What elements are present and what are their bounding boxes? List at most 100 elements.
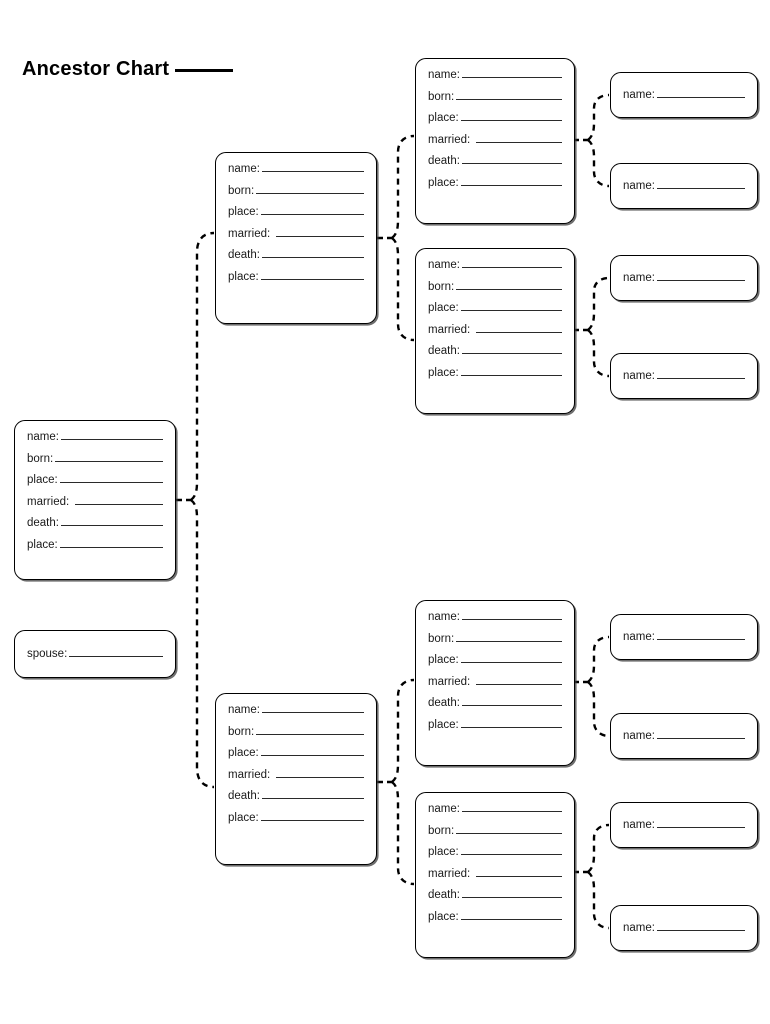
field-blank-line[interactable] [60,431,163,440]
field-blank-line[interactable] [260,812,364,821]
field-blank-line[interactable] [456,825,562,834]
field-born[interactable]: born: [428,281,562,294]
field-blank-line[interactable] [276,769,364,778]
person-box-great-grandparent-6[interactable]: name: [610,713,758,759]
field-blank-line[interactable] [460,367,562,376]
field-blank-line[interactable] [261,249,364,258]
field-blank-line[interactable] [460,112,562,121]
field-name[interactable]: name: [623,819,745,832]
field-name[interactable]: name: [623,180,745,193]
person-box-great-grandparent-3[interactable]: name: [610,255,758,301]
field-blank-line[interactable] [461,697,562,706]
field-born[interactable]: born: [428,825,562,838]
field-married[interactable]: married: [27,496,163,509]
page-title-blank[interactable] [175,69,234,72]
field-place[interactable]: place: [428,112,562,125]
person-box-great-grandparent-4[interactable]: name: [610,353,758,399]
field-blank-line[interactable] [656,180,745,189]
person-box-great-grandparent-7[interactable]: name: [610,802,758,848]
field-name[interactable]: name: [428,259,562,272]
field-place-death[interactable]: place: [428,367,562,380]
field-blank-line[interactable] [656,631,745,640]
field-married[interactable]: married: [228,769,364,782]
field-blank-line[interactable] [461,803,562,812]
field-blank-line[interactable] [461,889,562,898]
person-box-maternal-grandmother[interactable]: name: born: place: married: death: place… [415,792,575,958]
field-place[interactable]: place: [428,846,562,859]
field-blank-line[interactable] [461,611,562,620]
field-blank-line[interactable] [261,704,364,713]
field-blank-line[interactable] [476,134,562,143]
person-box-mother[interactable]: name: born: place: married: death: place… [215,693,377,865]
field-place-death[interactable]: place: [428,911,562,924]
field-blank-line[interactable] [461,69,562,78]
field-name[interactable]: name: [428,69,562,82]
field-blank-line[interactable] [69,648,163,657]
field-place[interactable]: place: [228,206,364,219]
person-box-great-grandparent-1[interactable]: name: [610,72,758,118]
field-blank-line[interactable] [460,719,562,728]
field-place-death[interactable]: place: [228,271,364,284]
field-name[interactable]: name: [228,704,364,717]
field-spouse[interactable]: spouse: [27,648,163,661]
field-place[interactable]: place: [428,654,562,667]
field-blank-line[interactable] [656,370,745,379]
field-blank-line[interactable] [75,496,163,505]
field-married[interactable]: married: [428,676,562,689]
field-blank-line[interactable] [260,271,364,280]
field-blank-line[interactable] [460,911,562,920]
field-blank-line[interactable] [656,922,745,931]
field-name[interactable]: name: [428,803,562,816]
field-blank-line[interactable] [460,177,562,186]
field-place-death[interactable]: place: [228,812,364,825]
person-box-maternal-grandfather[interactable]: name: born: place: married: death: place… [415,600,575,766]
field-blank-line[interactable] [456,281,562,290]
field-place[interactable]: place: [27,474,163,487]
field-place-death[interactable]: place: [27,539,163,552]
field-name[interactable]: name: [623,272,745,285]
person-box-paternal-grandfather[interactable]: name: born: place: married: death: place… [415,58,575,224]
field-place-death[interactable]: place: [428,177,562,190]
field-blank-line[interactable] [656,730,745,739]
field-place[interactable]: place: [428,302,562,315]
field-name[interactable]: name: [228,163,364,176]
field-blank-line[interactable] [256,185,364,194]
field-blank-line[interactable] [276,228,364,237]
field-blank-line[interactable] [461,155,562,164]
field-blank-line[interactable] [261,790,364,799]
field-place[interactable]: place: [228,747,364,760]
field-married[interactable]: married: [428,868,562,881]
field-blank-line[interactable] [55,453,163,462]
field-born[interactable]: born: [27,453,163,466]
field-name[interactable]: name: [623,89,745,102]
field-born[interactable]: born: [228,185,364,198]
field-married[interactable]: married: [228,228,364,241]
person-box-great-grandparent-8[interactable]: name: [610,905,758,951]
field-born[interactable]: born: [428,633,562,646]
person-box-paternal-grandmother[interactable]: name: born: place: married: death: place… [415,248,575,414]
field-blank-line[interactable] [476,676,562,685]
field-blank-line[interactable] [476,324,562,333]
field-married[interactable]: married: [428,324,562,337]
field-blank-line[interactable] [460,654,562,663]
field-death[interactable]: death: [228,790,364,803]
field-blank-line[interactable] [256,726,364,735]
field-death[interactable]: death: [428,697,562,710]
field-blank-line[interactable] [59,474,163,483]
person-box-great-grandparent-5[interactable]: name: [610,614,758,660]
field-place-death[interactable]: place: [428,719,562,732]
field-blank-line[interactable] [60,517,163,526]
person-box-spouse[interactable]: spouse: [14,630,176,678]
field-blank-line[interactable] [456,91,562,100]
field-death[interactable]: death: [228,249,364,262]
person-box-great-grandparent-2[interactable]: name: [610,163,758,209]
field-blank-line[interactable] [456,633,562,642]
field-born[interactable]: born: [428,91,562,104]
field-death[interactable]: death: [428,155,562,168]
field-blank-line[interactable] [656,272,745,281]
field-blank-line[interactable] [476,868,562,877]
field-blank-line[interactable] [656,89,745,98]
field-death[interactable]: death: [428,345,562,358]
field-blank-line[interactable] [461,345,562,354]
person-box-father[interactable]: name: born: place: married: death: place… [215,152,377,324]
